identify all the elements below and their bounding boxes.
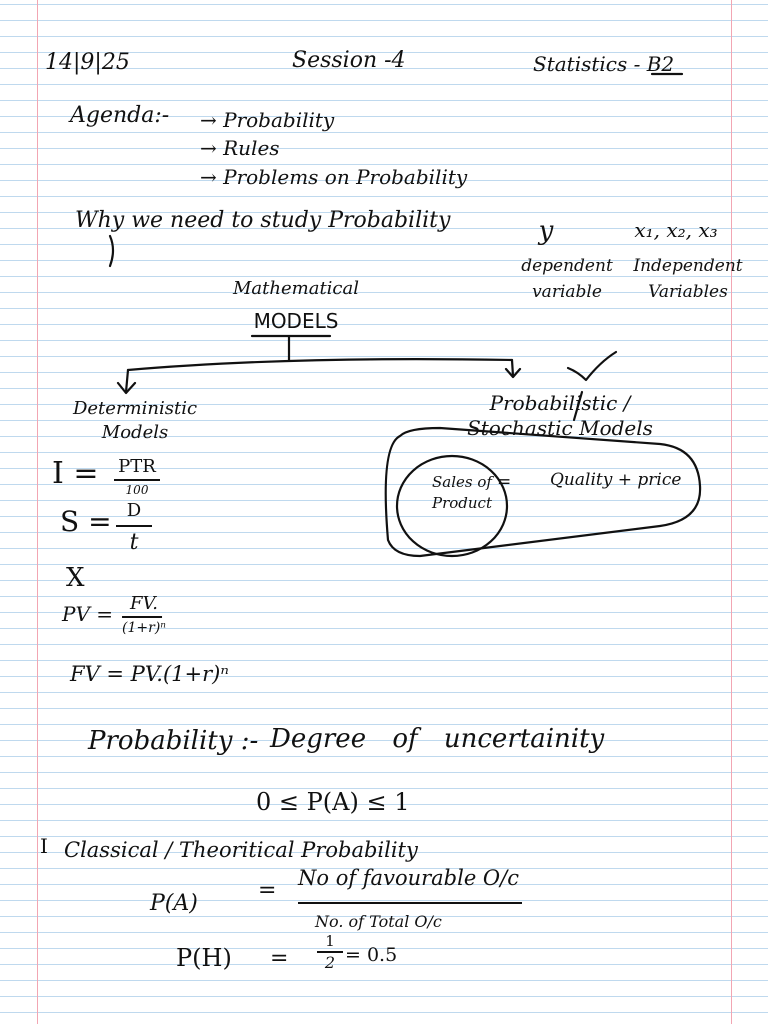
probability-definition-text: Degree of uncertainity bbox=[270, 724, 605, 754]
pa-denominator: No. of Total O/c bbox=[315, 912, 442, 931]
tree-left-drop bbox=[116, 368, 137, 395]
deterministic-models: Deterministic Models bbox=[72, 398, 198, 444]
question-text: Why we need to study Probability bbox=[75, 208, 451, 233]
pa-numerator: No of favourable O/c bbox=[298, 866, 519, 890]
header-date: 14|9|25 bbox=[45, 50, 130, 75]
box-sales-of-product: Sales of Product bbox=[432, 473, 492, 512]
probability-definition-label: Probability :- bbox=[88, 726, 259, 756]
pv-fraction-bar bbox=[122, 616, 163, 618]
question-underline bbox=[108, 234, 115, 268]
pv-fraction: FV. (1+r)ⁿ bbox=[122, 595, 166, 635]
probability-range: 0 ≤ P(A) ≤ 1 bbox=[256, 788, 410, 816]
inner-ellipse bbox=[395, 454, 509, 558]
interest-fraction-bar bbox=[114, 479, 160, 481]
left-margin-line bbox=[37, 0, 38, 1024]
speed-fraction-bar bbox=[116, 525, 152, 527]
ph-result: = 0.5 bbox=[345, 944, 398, 966]
dependent-symbol: y bbox=[538, 216, 554, 246]
pa-fraction-bar bbox=[298, 902, 522, 904]
interest-denominator: 100 bbox=[125, 483, 149, 497]
classical-title: Classical / Theoritical Probability bbox=[64, 838, 418, 862]
header-subject: Statistics - B2 bbox=[533, 52, 675, 76]
interest-fraction: PTR 100 bbox=[114, 458, 160, 496]
models-title-top: Mathematical bbox=[233, 278, 359, 299]
box-quality-price: Quality + price bbox=[550, 470, 682, 490]
ph-equals: = bbox=[270, 946, 289, 971]
speed-numerator: D bbox=[126, 500, 142, 521]
agenda-label: Agenda:- bbox=[70, 103, 170, 128]
dependent-label: dependent variable bbox=[521, 256, 613, 302]
header-session: Session -4 bbox=[292, 48, 406, 73]
outer-box bbox=[384, 426, 702, 558]
independent-symbols: x₁, x₂, x₃ bbox=[634, 218, 718, 242]
interest-lhs: I = bbox=[52, 456, 99, 491]
speed-lhs: S = bbox=[60, 505, 112, 538]
ph-numerator: 1 bbox=[325, 932, 335, 950]
cross-mark: X bbox=[66, 563, 85, 593]
pa-equals: = bbox=[258, 878, 277, 903]
pv-denominator: (1+r)ⁿ bbox=[122, 620, 166, 636]
fv-formula: FV = PV.(1+r)ⁿ bbox=[70, 662, 229, 686]
ph-lhs: P(H) bbox=[176, 944, 232, 972]
ph-fraction-bar bbox=[317, 951, 343, 953]
pa-lhs: P(A) bbox=[150, 891, 198, 916]
interest-numerator: PTR bbox=[118, 456, 156, 477]
right-margin-line bbox=[731, 0, 732, 1024]
speed-denominator: t bbox=[129, 530, 139, 555]
speed-fraction: D t bbox=[116, 502, 152, 554]
agenda-item-rules: → Rules bbox=[200, 136, 280, 160]
check-mark bbox=[566, 350, 618, 382]
roman-one: I bbox=[40, 834, 48, 858]
ph-denominator: 2 bbox=[324, 953, 336, 972]
ph-fraction: 1 2 bbox=[317, 934, 343, 971]
box-equals: = bbox=[497, 472, 512, 492]
probabilistic-models: Probabilistic / Stochastic Models bbox=[467, 391, 653, 440]
independent-label: Independent Variables bbox=[633, 256, 743, 302]
models-title-bottom: MODELS bbox=[253, 309, 339, 333]
slash-stroke bbox=[572, 390, 584, 422]
pv-lhs: PV = bbox=[62, 602, 114, 626]
pv-numerator: FV. bbox=[129, 593, 159, 614]
tree-right-drop bbox=[504, 358, 522, 379]
agenda-item-probability: → Probability bbox=[200, 108, 335, 132]
agenda-item-problems: → Problems on Probability bbox=[200, 165, 468, 189]
tree-horizontal bbox=[126, 358, 514, 372]
